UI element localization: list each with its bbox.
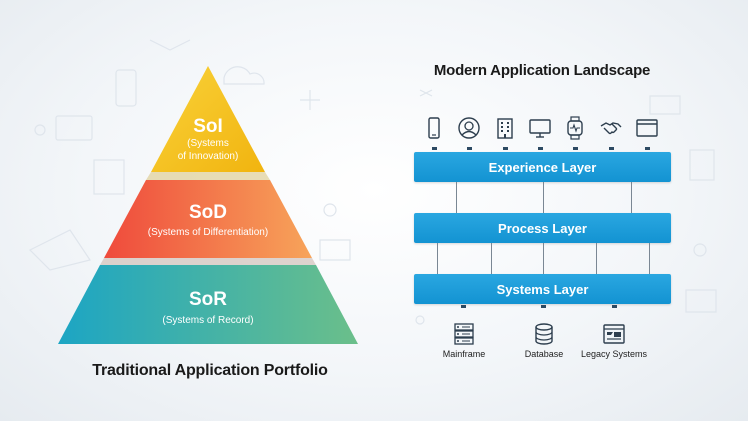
tier-abbr-soi: SoI bbox=[193, 116, 223, 137]
connector-dot bbox=[538, 147, 543, 150]
landscape-title: Modern Application Landscape bbox=[433, 62, 651, 79]
tier-label-soi-line2: of Innovation) bbox=[177, 151, 239, 162]
systems-layer: Systems Layer bbox=[414, 274, 671, 304]
connector-dot bbox=[432, 147, 437, 150]
tier-label-sor: (Systems of Record) bbox=[162, 315, 254, 326]
connector-line bbox=[543, 243, 544, 274]
pyramid-divider-bottom bbox=[100, 258, 316, 265]
connector-dot bbox=[541, 305, 546, 308]
connector-line bbox=[543, 182, 544, 213]
connector-line bbox=[631, 182, 632, 213]
connector-line bbox=[649, 243, 650, 274]
system-label-database: Database bbox=[524, 349, 564, 359]
connector-line bbox=[491, 243, 492, 274]
connector-dot bbox=[573, 147, 578, 150]
database-icon bbox=[535, 323, 553, 345]
system-label-legacy-systems: Legacy Systems bbox=[580, 349, 648, 359]
pyramid-caption: Traditional Application Portfolio bbox=[92, 362, 328, 379]
tier-abbr-sod: SoD bbox=[189, 202, 227, 223]
monitor-icon bbox=[529, 119, 551, 138]
building-icon bbox=[497, 118, 513, 139]
system-label-mainframe: Mainframe bbox=[442, 349, 486, 359]
connector-line bbox=[437, 243, 438, 274]
connector-dot bbox=[467, 147, 472, 150]
browser-icon bbox=[636, 119, 658, 137]
connector-dot bbox=[461, 305, 466, 308]
user-icon bbox=[458, 117, 480, 139]
connector-dot bbox=[503, 147, 508, 150]
connector-dot bbox=[645, 147, 650, 150]
connector-line bbox=[456, 182, 457, 213]
pyramid-divider-top bbox=[146, 172, 270, 180]
connector-dot bbox=[612, 305, 617, 308]
connector-dot bbox=[609, 147, 614, 150]
server-icon bbox=[454, 323, 474, 345]
handshake-icon bbox=[600, 122, 622, 135]
smartwatch-icon bbox=[567, 116, 583, 140]
smartphone-icon bbox=[428, 117, 440, 139]
pyramid-tier-differentiation bbox=[104, 180, 312, 258]
pyramid-tier-innovation bbox=[151, 66, 265, 172]
connector-line bbox=[596, 243, 597, 274]
tier-label-soi-line1: (Systems bbox=[187, 138, 229, 149]
tier-label-sod: (Systems of Differentiation) bbox=[147, 227, 269, 238]
experience-layer: Experience Layer bbox=[414, 152, 671, 182]
legacy-window-icon bbox=[603, 324, 625, 344]
tier-abbr-sor: SoR bbox=[189, 289, 227, 310]
process-layer: Process Layer bbox=[414, 213, 671, 243]
pyramid-tier-record bbox=[58, 265, 358, 344]
